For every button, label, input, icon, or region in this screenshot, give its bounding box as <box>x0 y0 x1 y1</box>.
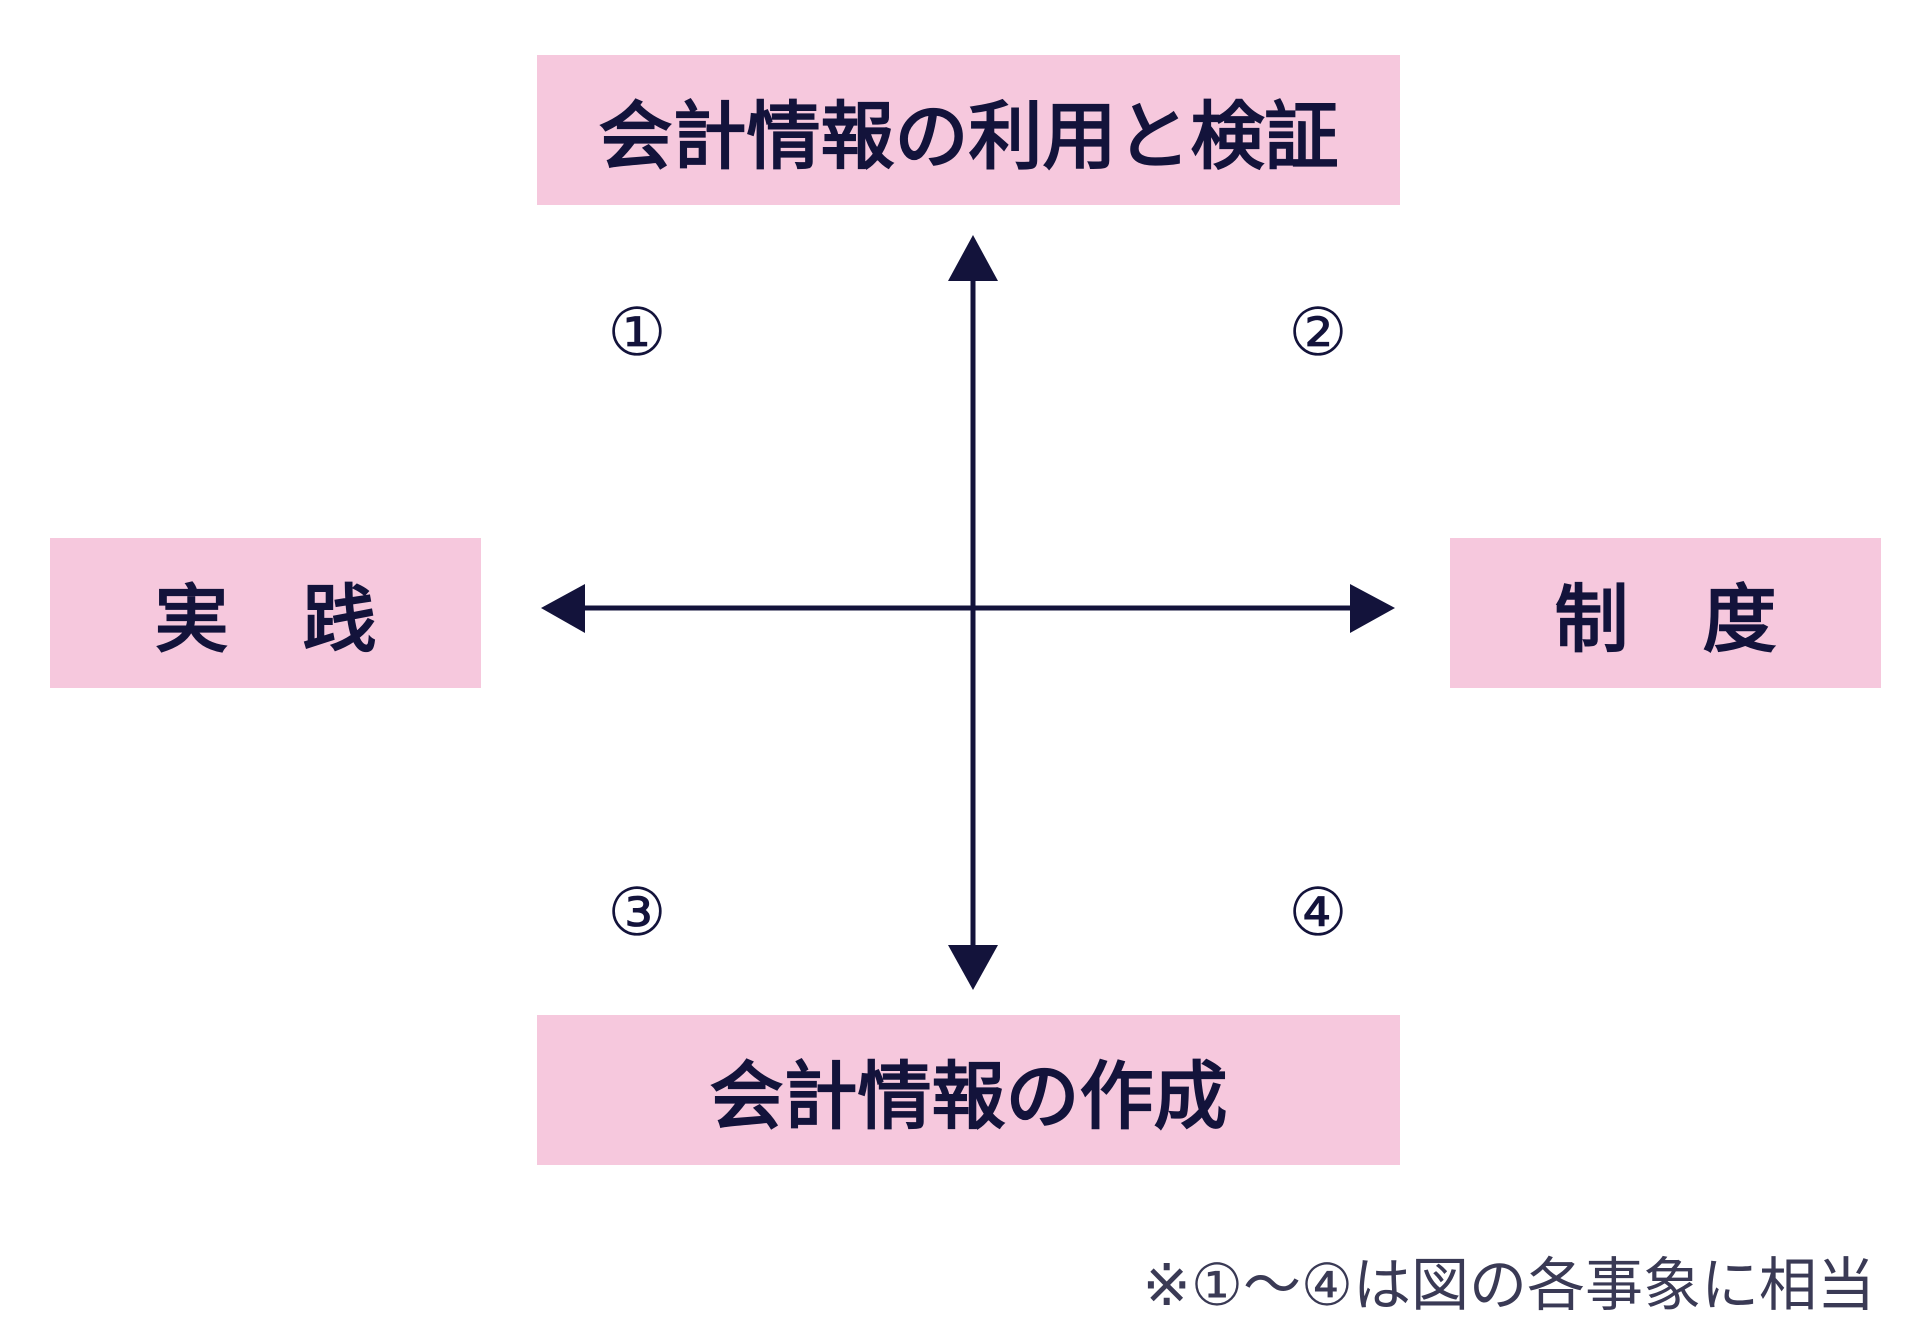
quadrant-label-2: ② <box>1288 294 1348 371</box>
quadrant-label-1: ① <box>607 294 667 371</box>
arrowhead-down-icon <box>948 945 998 990</box>
axis-label-left: 実 践 <box>154 576 377 663</box>
arrowhead-up-icon <box>948 235 998 281</box>
axis-label-right-box: 制 度 <box>1450 538 1881 688</box>
axis-label-top-box: 会計情報の利用と検証 <box>537 55 1400 205</box>
axis-label-bottom: 会計情報の作成 <box>709 1053 1228 1140</box>
axis-label-left-box: 実 践 <box>50 538 481 688</box>
arrowhead-left-icon <box>541 584 585 633</box>
axis-label-bottom-box: 会計情報の作成 <box>537 1015 1400 1165</box>
quadrant-label-4: ④ <box>1288 874 1348 951</box>
footnote: ※①〜④は図の各事象に相当 <box>1142 1251 1875 1319</box>
quadrant-label-3: ③ <box>607 874 667 951</box>
axis-label-top: 会計情報の利用と検証 <box>598 93 1339 180</box>
arrowhead-right-icon <box>1350 584 1395 633</box>
axis-label-right: 制 度 <box>1554 576 1777 663</box>
